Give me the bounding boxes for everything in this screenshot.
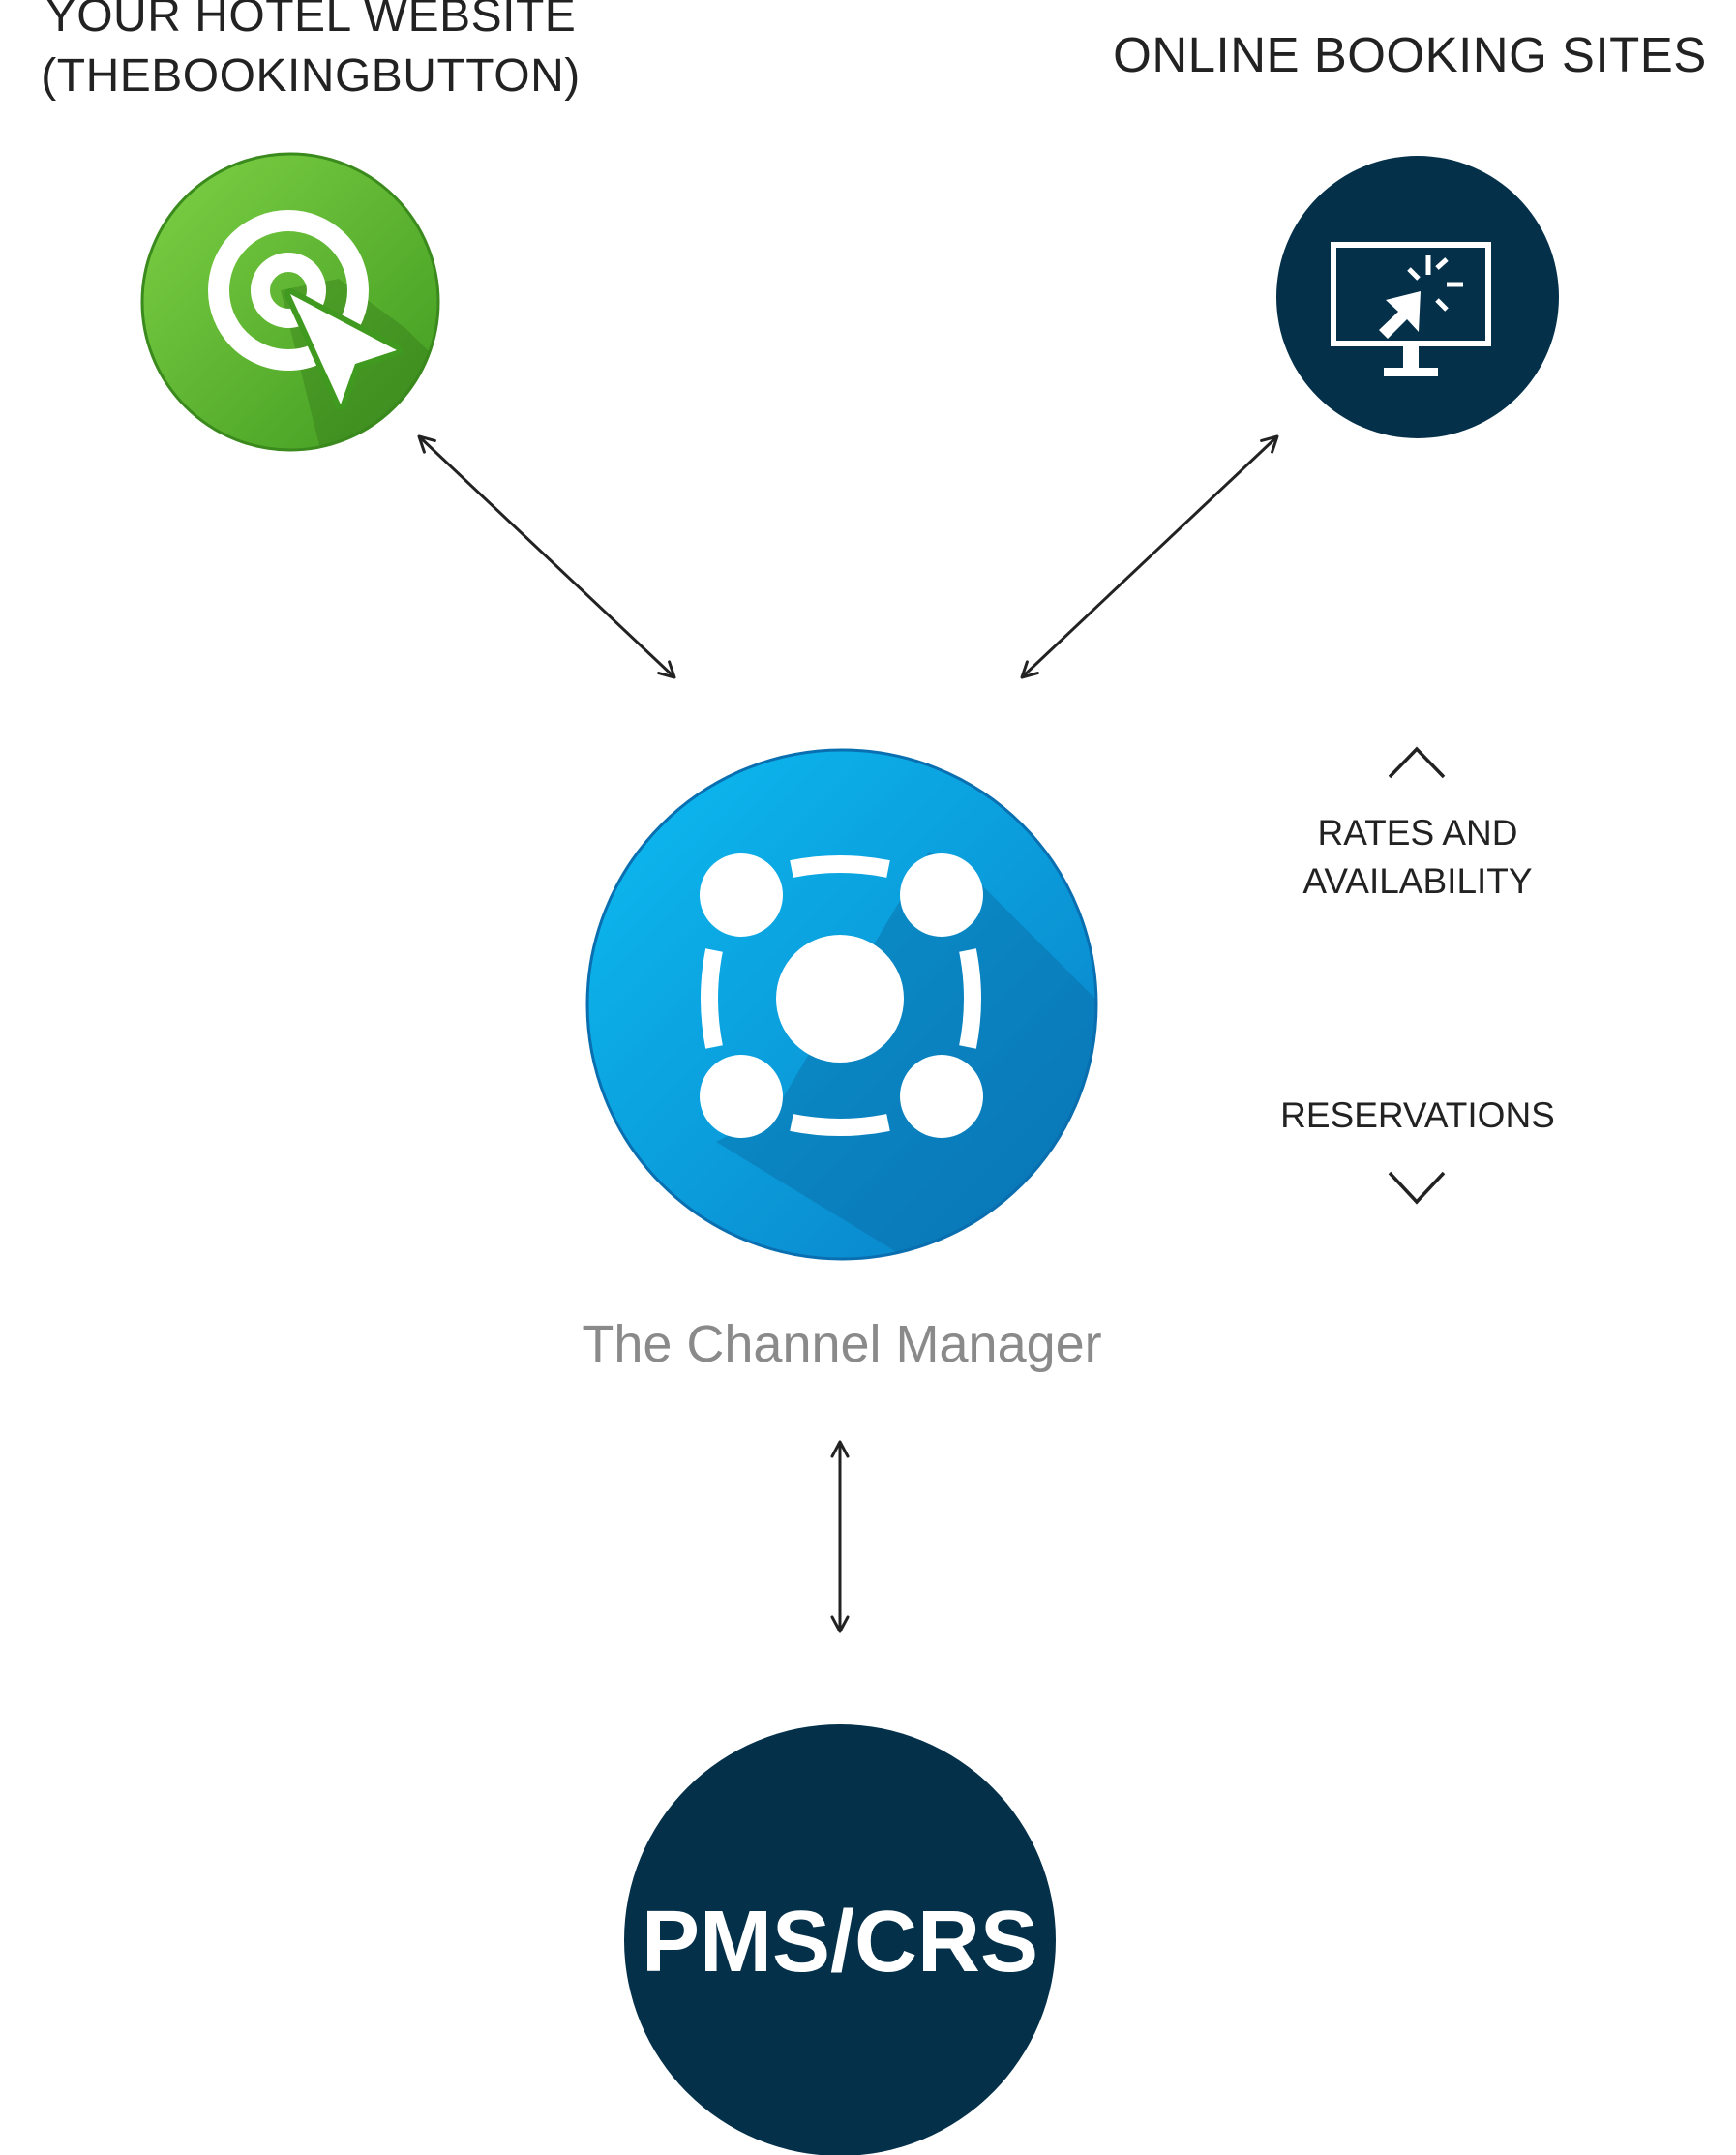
connector-booking-channel <box>1020 434 1279 679</box>
chevron-down-icon <box>1388 1171 1446 1205</box>
booking-sites-title: ONLINE BOOKING SITES <box>1113 27 1707 82</box>
hotel-website-node <box>140 152 440 452</box>
target-cursor-icon <box>208 210 403 410</box>
reservations-label: RESERVATIONS <box>1280 1095 1555 1135</box>
rates-availability-line2: AVAILABILITY <box>1302 861 1533 901</box>
rates-availability-label: RATES AND AVAILABILITY <box>1258 809 1577 906</box>
monitor-click-icon <box>1331 242 1491 376</box>
booking-sites-node <box>1276 156 1559 438</box>
hotel-website-title-line1: YOUR HOTEL WEBSITE <box>45 0 577 42</box>
channel-manager-node <box>585 748 1098 1261</box>
chevron-up-icon <box>1388 746 1446 779</box>
pms-crs-node: PMS/CRS <box>624 1724 1056 2155</box>
hotel-website-title-line2: (THEBOOKINGBUTTON) <box>41 50 581 102</box>
connector-hotel-channel <box>417 434 676 679</box>
channel-manager-label: The Channel Manager <box>582 1315 1102 1373</box>
rates-availability-line1: RATES AND <box>1317 813 1518 853</box>
channel-hub-icon <box>700 853 983 1138</box>
pms-crs-label: PMS/CRS <box>642 1894 1038 1990</box>
hotel-website-title: YOUR HOTEL WEBSITE (THEBOOKINGBUTTON) <box>0 0 621 106</box>
